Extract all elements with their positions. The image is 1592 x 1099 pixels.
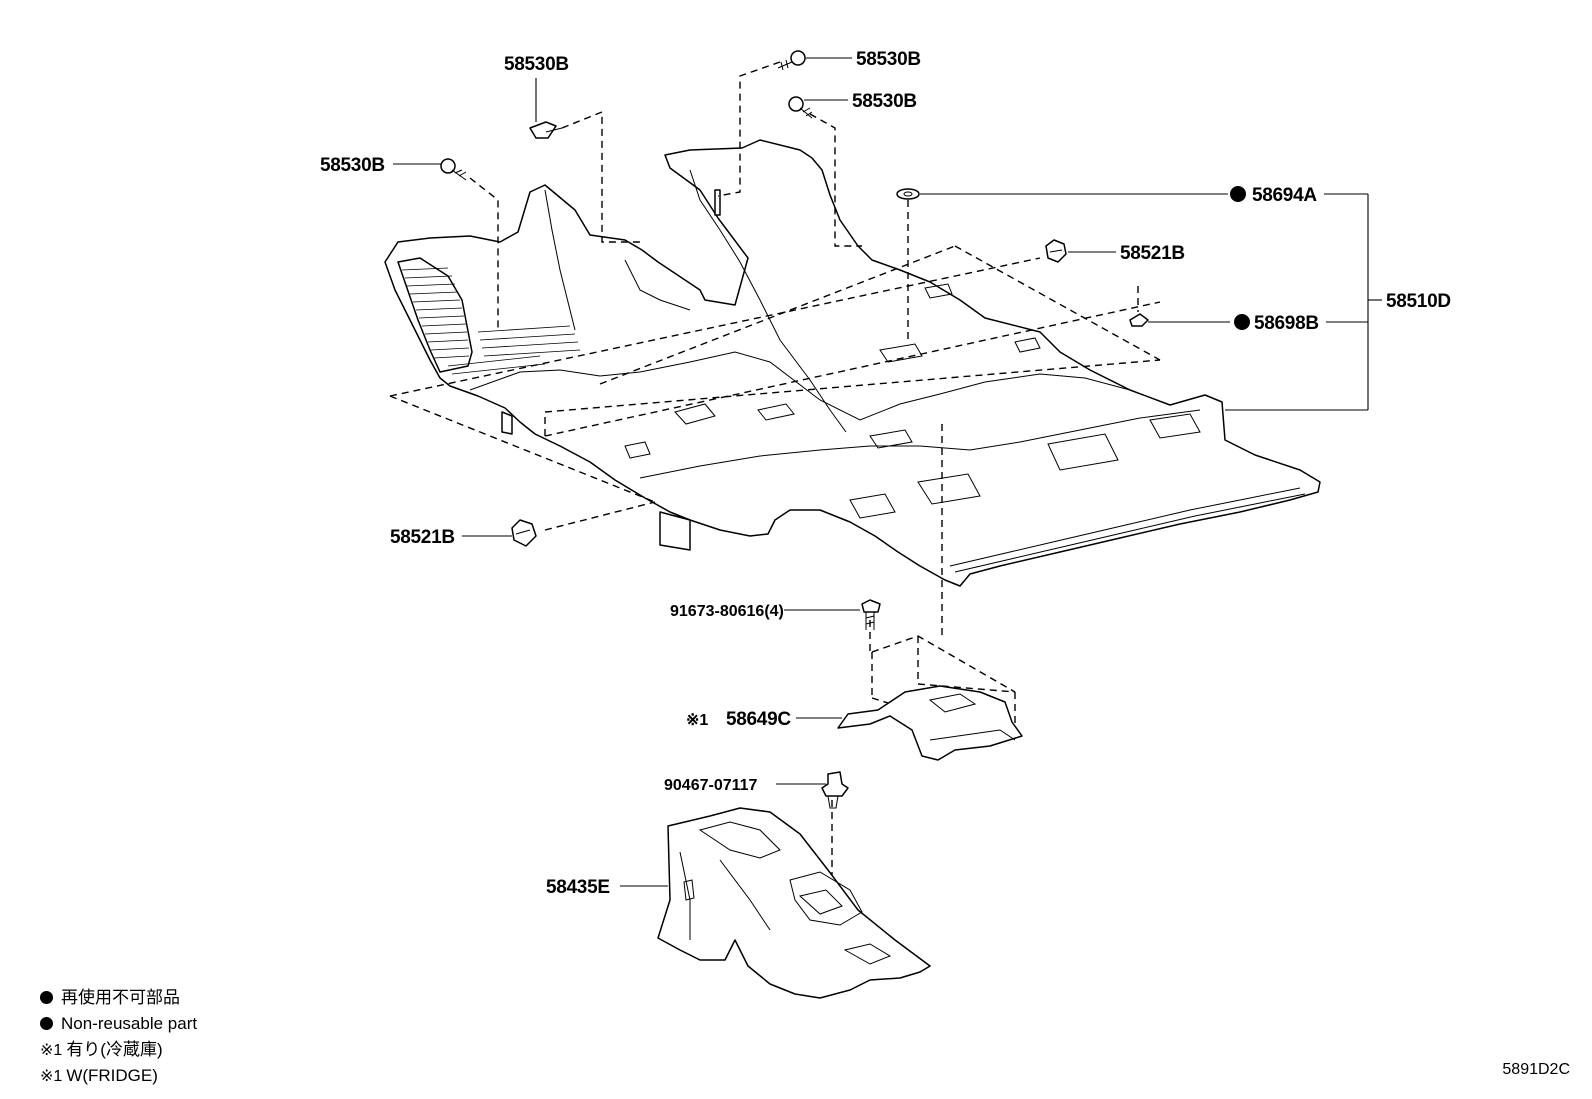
nonreusable-dot-58698b	[1234, 314, 1250, 330]
label-58521b-right[interactable]: 58521B	[1120, 243, 1185, 264]
label-58530b-right-upper[interactable]: 58530B	[856, 49, 921, 70]
clip-58694a[interactable]	[896, 188, 920, 200]
label-58530b-left[interactable]: 58530B	[320, 155, 385, 176]
bolt-91673[interactable]	[861, 599, 881, 630]
clip-58530b-right-upper[interactable]	[777, 50, 806, 71]
label-58510d[interactable]: 58510D	[1386, 291, 1451, 312]
label-58694a[interactable]: 58694A	[1252, 185, 1318, 206]
legend-jp-fridge-mark: ※1	[40, 1042, 63, 1059]
legend-en-fridge: W(FRIDGE)	[66, 1066, 158, 1085]
legend-en-nonreusable: Non-reusable part	[61, 1014, 198, 1033]
label-58530b-right-lower[interactable]: 58530B	[852, 91, 917, 112]
label-58649c[interactable]: 58649C	[726, 709, 792, 730]
leader-lines	[393, 57, 1382, 887]
label-90467[interactable]: 90467-07117	[664, 777, 758, 794]
legend-jp-fridge: 有り(冷蔵庫)	[66, 1040, 163, 1059]
label-58530b-top[interactable]: 58530B	[504, 54, 569, 75]
legend-en-fridge-mark: ※1	[40, 1068, 63, 1085]
clip-58530b-left[interactable]	[440, 158, 467, 181]
nonreusable-dot-58694a	[1230, 186, 1246, 202]
clip-58698b[interactable]	[1129, 313, 1149, 327]
clip-58530b-right-lower[interactable]	[788, 96, 813, 119]
label-58649c-mark: ※1	[686, 712, 708, 729]
clip-58521b-left[interactable]	[511, 519, 537, 547]
label-91673[interactable]: 91673-80616(4)	[670, 603, 784, 620]
clip-90467[interactable]	[821, 771, 849, 809]
plate-58649c[interactable]	[837, 685, 1023, 761]
filled-dot-icon	[40, 1017, 53, 1030]
filled-dot-icon	[40, 991, 53, 1004]
legend-jp-nonreusable: 再使用不可部品	[61, 988, 180, 1007]
diagram-code: 5891D2C	[1502, 1061, 1570, 1078]
insulator-58435e[interactable]	[657, 807, 931, 999]
floor-carpet-58510d[interactable]	[384, 139, 1321, 587]
label-58521b-left[interactable]: 58521B	[390, 527, 455, 548]
clip-58521b-right[interactable]	[1045, 239, 1067, 263]
legend-row-jp-nonreusable: 再使用不可部品	[40, 985, 197, 1011]
clip-58530b-top[interactable]	[529, 121, 563, 139]
label-58698b[interactable]: 58698B	[1254, 313, 1319, 334]
legend-row-en-nonreusable: Non-reusable part	[40, 1011, 197, 1037]
label-58435e[interactable]: 58435E	[546, 877, 610, 898]
